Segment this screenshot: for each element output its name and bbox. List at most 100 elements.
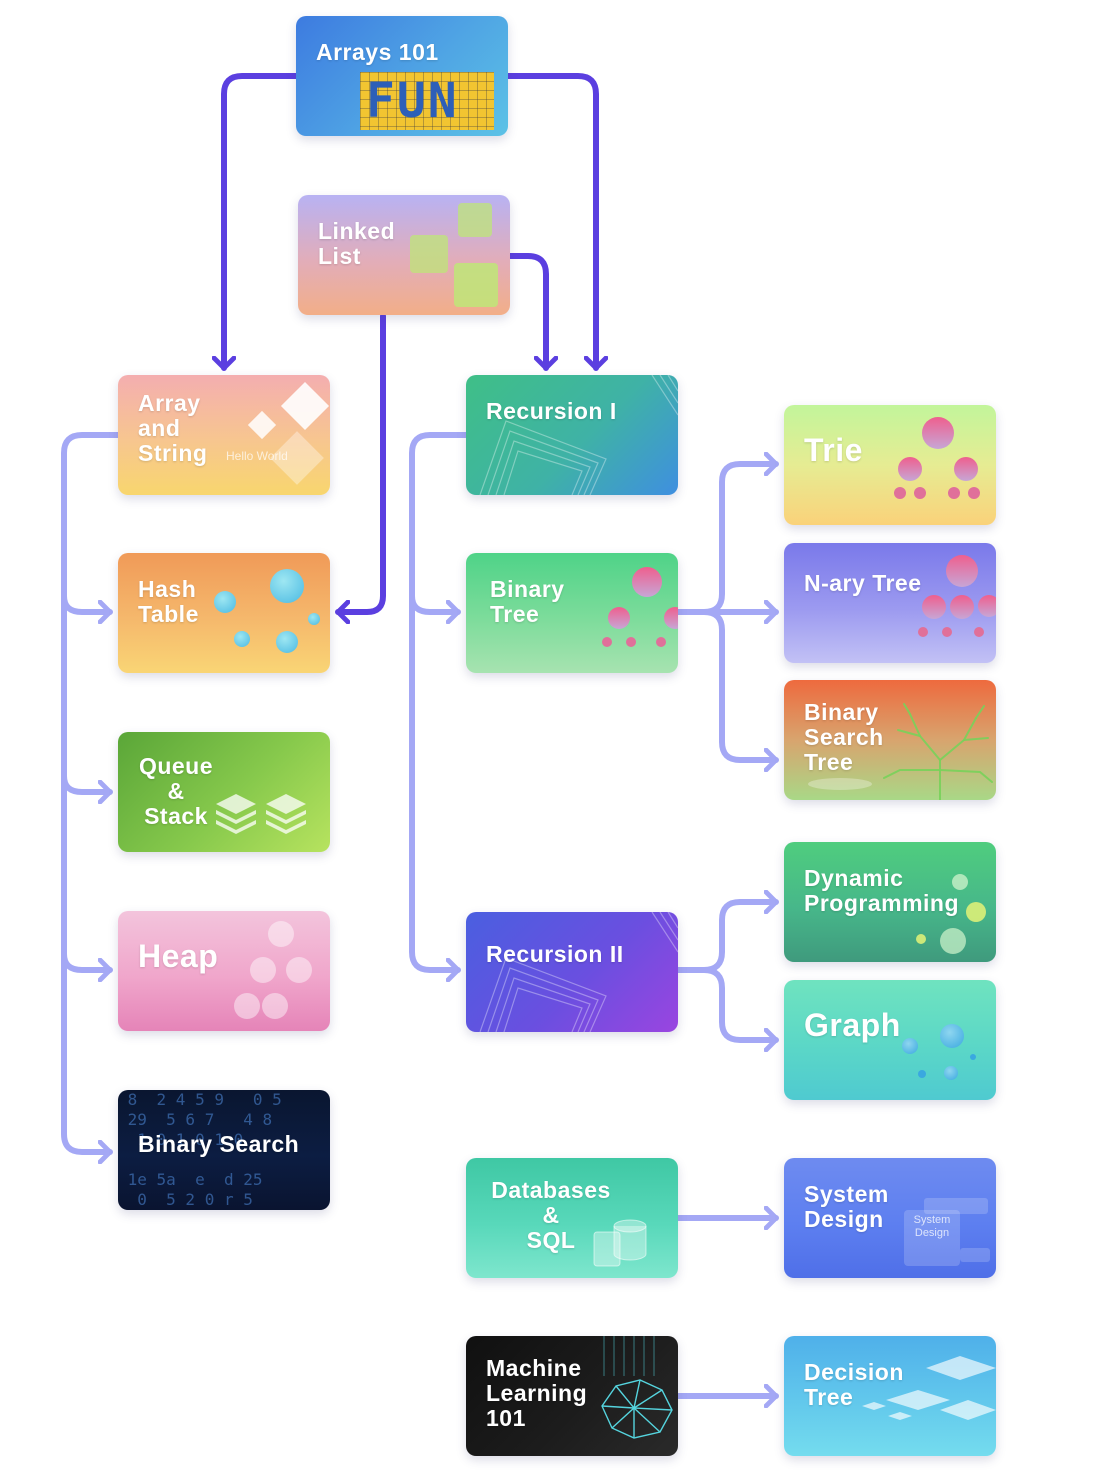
node-decision-tree[interactable]: Decision Tree — [784, 1336, 996, 1456]
diamond-icon — [247, 410, 277, 440]
bubble-icon — [270, 569, 304, 603]
graph-node-icon — [944, 1066, 958, 1080]
node-label: Decision Tree — [804, 1359, 904, 1410]
edge-binarytree-to-bst — [701, 609, 779, 760]
node-label: Arrays 101 — [316, 39, 439, 65]
node-system-design[interactable]: System Design System Design — [784, 1158, 996, 1278]
node-hash-table[interactable]: Hash Table — [118, 553, 330, 673]
edge-array-string-trunk — [61, 432, 121, 1152]
edge-recursion1-to-binary-tree — [409, 593, 461, 612]
tree-node-icon — [632, 567, 662, 597]
edge-linkedlist-to-hash-table — [335, 313, 386, 612]
node-label: Binary Search Tree — [804, 699, 884, 775]
bubble-icon — [940, 928, 966, 954]
tree-node-icon — [948, 487, 960, 499]
tree-node-icon — [968, 487, 980, 499]
node-binary-search[interactable]: 8 2 4 5 9 0 5 29 5 6 7 4 8 1 0 1 0 1 0 1… — [118, 1090, 330, 1210]
linked-node-icon — [454, 263, 498, 307]
node-label: N-ary Tree — [804, 570, 922, 596]
heap-bubble-icon — [262, 993, 288, 1019]
diamond-icon — [280, 381, 330, 431]
node-label: Binary Search — [138, 1131, 300, 1157]
panel-block-icon — [924, 1198, 988, 1214]
node-binary-tree[interactable]: Binary Tree — [466, 553, 678, 673]
node-label: Databases & SQL — [491, 1177, 611, 1253]
edge-recursion2-to-dp — [675, 902, 779, 973]
edge-arrays101-to-recursion1 — [505, 73, 596, 371]
node-label: System Design — [804, 1181, 889, 1232]
node-label: Trie — [804, 432, 863, 468]
tree-node-icon — [608, 607, 630, 629]
bubble-icon — [234, 631, 250, 647]
linked-node-icon — [458, 203, 492, 237]
tree-node-icon — [656, 637, 666, 647]
edge-array-string-to-heap — [61, 951, 113, 970]
edge-recursion2-to-graph — [701, 967, 779, 1040]
node-label: Heap — [138, 938, 219, 974]
node-recursion-2[interactable]: Recursion II — [466, 912, 678, 1032]
node-dynamic-programming[interactable]: Dynamic Programming — [784, 842, 996, 962]
layers-icon — [216, 794, 306, 834]
edge-linkedlist-to-recursion1 — [507, 253, 546, 371]
node-arrays-101[interactable]: Arrays 101 FUN — [296, 16, 508, 136]
bubble-icon — [952, 874, 968, 890]
node-label: Machine Learning 101 — [486, 1355, 588, 1431]
node-label: Dynamic Programming — [804, 865, 960, 916]
node-array-and-string[interactable]: Array and String Hello World — [118, 375, 330, 495]
tree-node-icon — [974, 627, 984, 637]
node-label: Recursion I — [486, 398, 617, 424]
node-label: Hash Table — [138, 576, 199, 627]
bubble-icon — [916, 934, 926, 944]
node-binary-search-tree[interactable]: Binary Search Tree — [784, 680, 996, 800]
panel-block-icon — [960, 1248, 990, 1262]
node-databases-sql[interactable]: Databases & SQL — [466, 1158, 678, 1278]
system-design-panel-icon: System Design — [904, 1210, 960, 1266]
ellipse-shadow-icon — [808, 778, 872, 790]
edge-binarytree-to-trie — [675, 464, 779, 615]
fun-badge: FUN — [366, 73, 459, 129]
graph-node-icon — [902, 1038, 918, 1054]
database-icon — [593, 1219, 647, 1267]
tree-node-icon — [898, 457, 922, 481]
tree-node-icon — [954, 457, 978, 481]
node-label: Binary Tree — [490, 576, 565, 627]
heap-bubble-icon — [250, 957, 276, 983]
node-graph[interactable]: Graph — [784, 980, 996, 1100]
bubble-icon — [276, 631, 298, 653]
node-label: Linked List — [318, 218, 396, 269]
node-queue-stack[interactable]: Queue & Stack — [118, 732, 330, 852]
tree-node-icon — [602, 637, 612, 647]
node-label: Array and String — [138, 390, 208, 466]
tree-node-icon — [894, 487, 906, 499]
tree-node-icon — [950, 595, 974, 619]
node-heap[interactable]: Heap — [118, 911, 330, 1031]
node-linked-list[interactable]: Linked List — [298, 195, 510, 315]
node-machine-learning-101[interactable]: Machine Learning 101 — [466, 1336, 678, 1456]
edge-array-string-to-queue — [61, 773, 113, 792]
node-label: Graph — [804, 1007, 901, 1043]
graph-node-icon — [918, 1070, 926, 1078]
edge-array-string-to-hash — [61, 593, 113, 612]
node-n-ary-tree[interactable]: N-ary Tree — [784, 543, 996, 663]
heap-bubble-icon — [234, 993, 260, 1019]
code-digits-background: 8 2 4 5 9 0 5 29 5 6 7 4 8 1 0 1 0 1 0 1… — [127, 1090, 282, 1209]
node-recursion-1[interactable]: Recursion I — [466, 375, 678, 495]
hello-world-watermark: Hello World — [226, 449, 288, 463]
bubble-icon — [214, 591, 236, 613]
edge-arrays101-to-array-string — [224, 73, 299, 371]
heap-bubble-icon — [286, 957, 312, 983]
node-trie[interactable]: Trie — [784, 405, 996, 525]
tree-node-icon — [922, 417, 954, 449]
nested-squares-icon — [479, 912, 678, 1032]
tree-node-icon — [664, 607, 678, 629]
tree-node-icon — [978, 595, 996, 617]
brain-network-icon — [601, 1336, 673, 1439]
diamond-tiles-icon — [862, 1356, 996, 1420]
tree-node-icon — [942, 627, 952, 637]
nested-squares-icon — [479, 375, 678, 495]
fun-grid-icon — [360, 72, 494, 130]
node-label: Recursion II — [486, 941, 624, 967]
bubble-icon — [308, 613, 320, 625]
graph-node-icon — [940, 1024, 964, 1048]
tree-node-icon — [946, 555, 978, 587]
